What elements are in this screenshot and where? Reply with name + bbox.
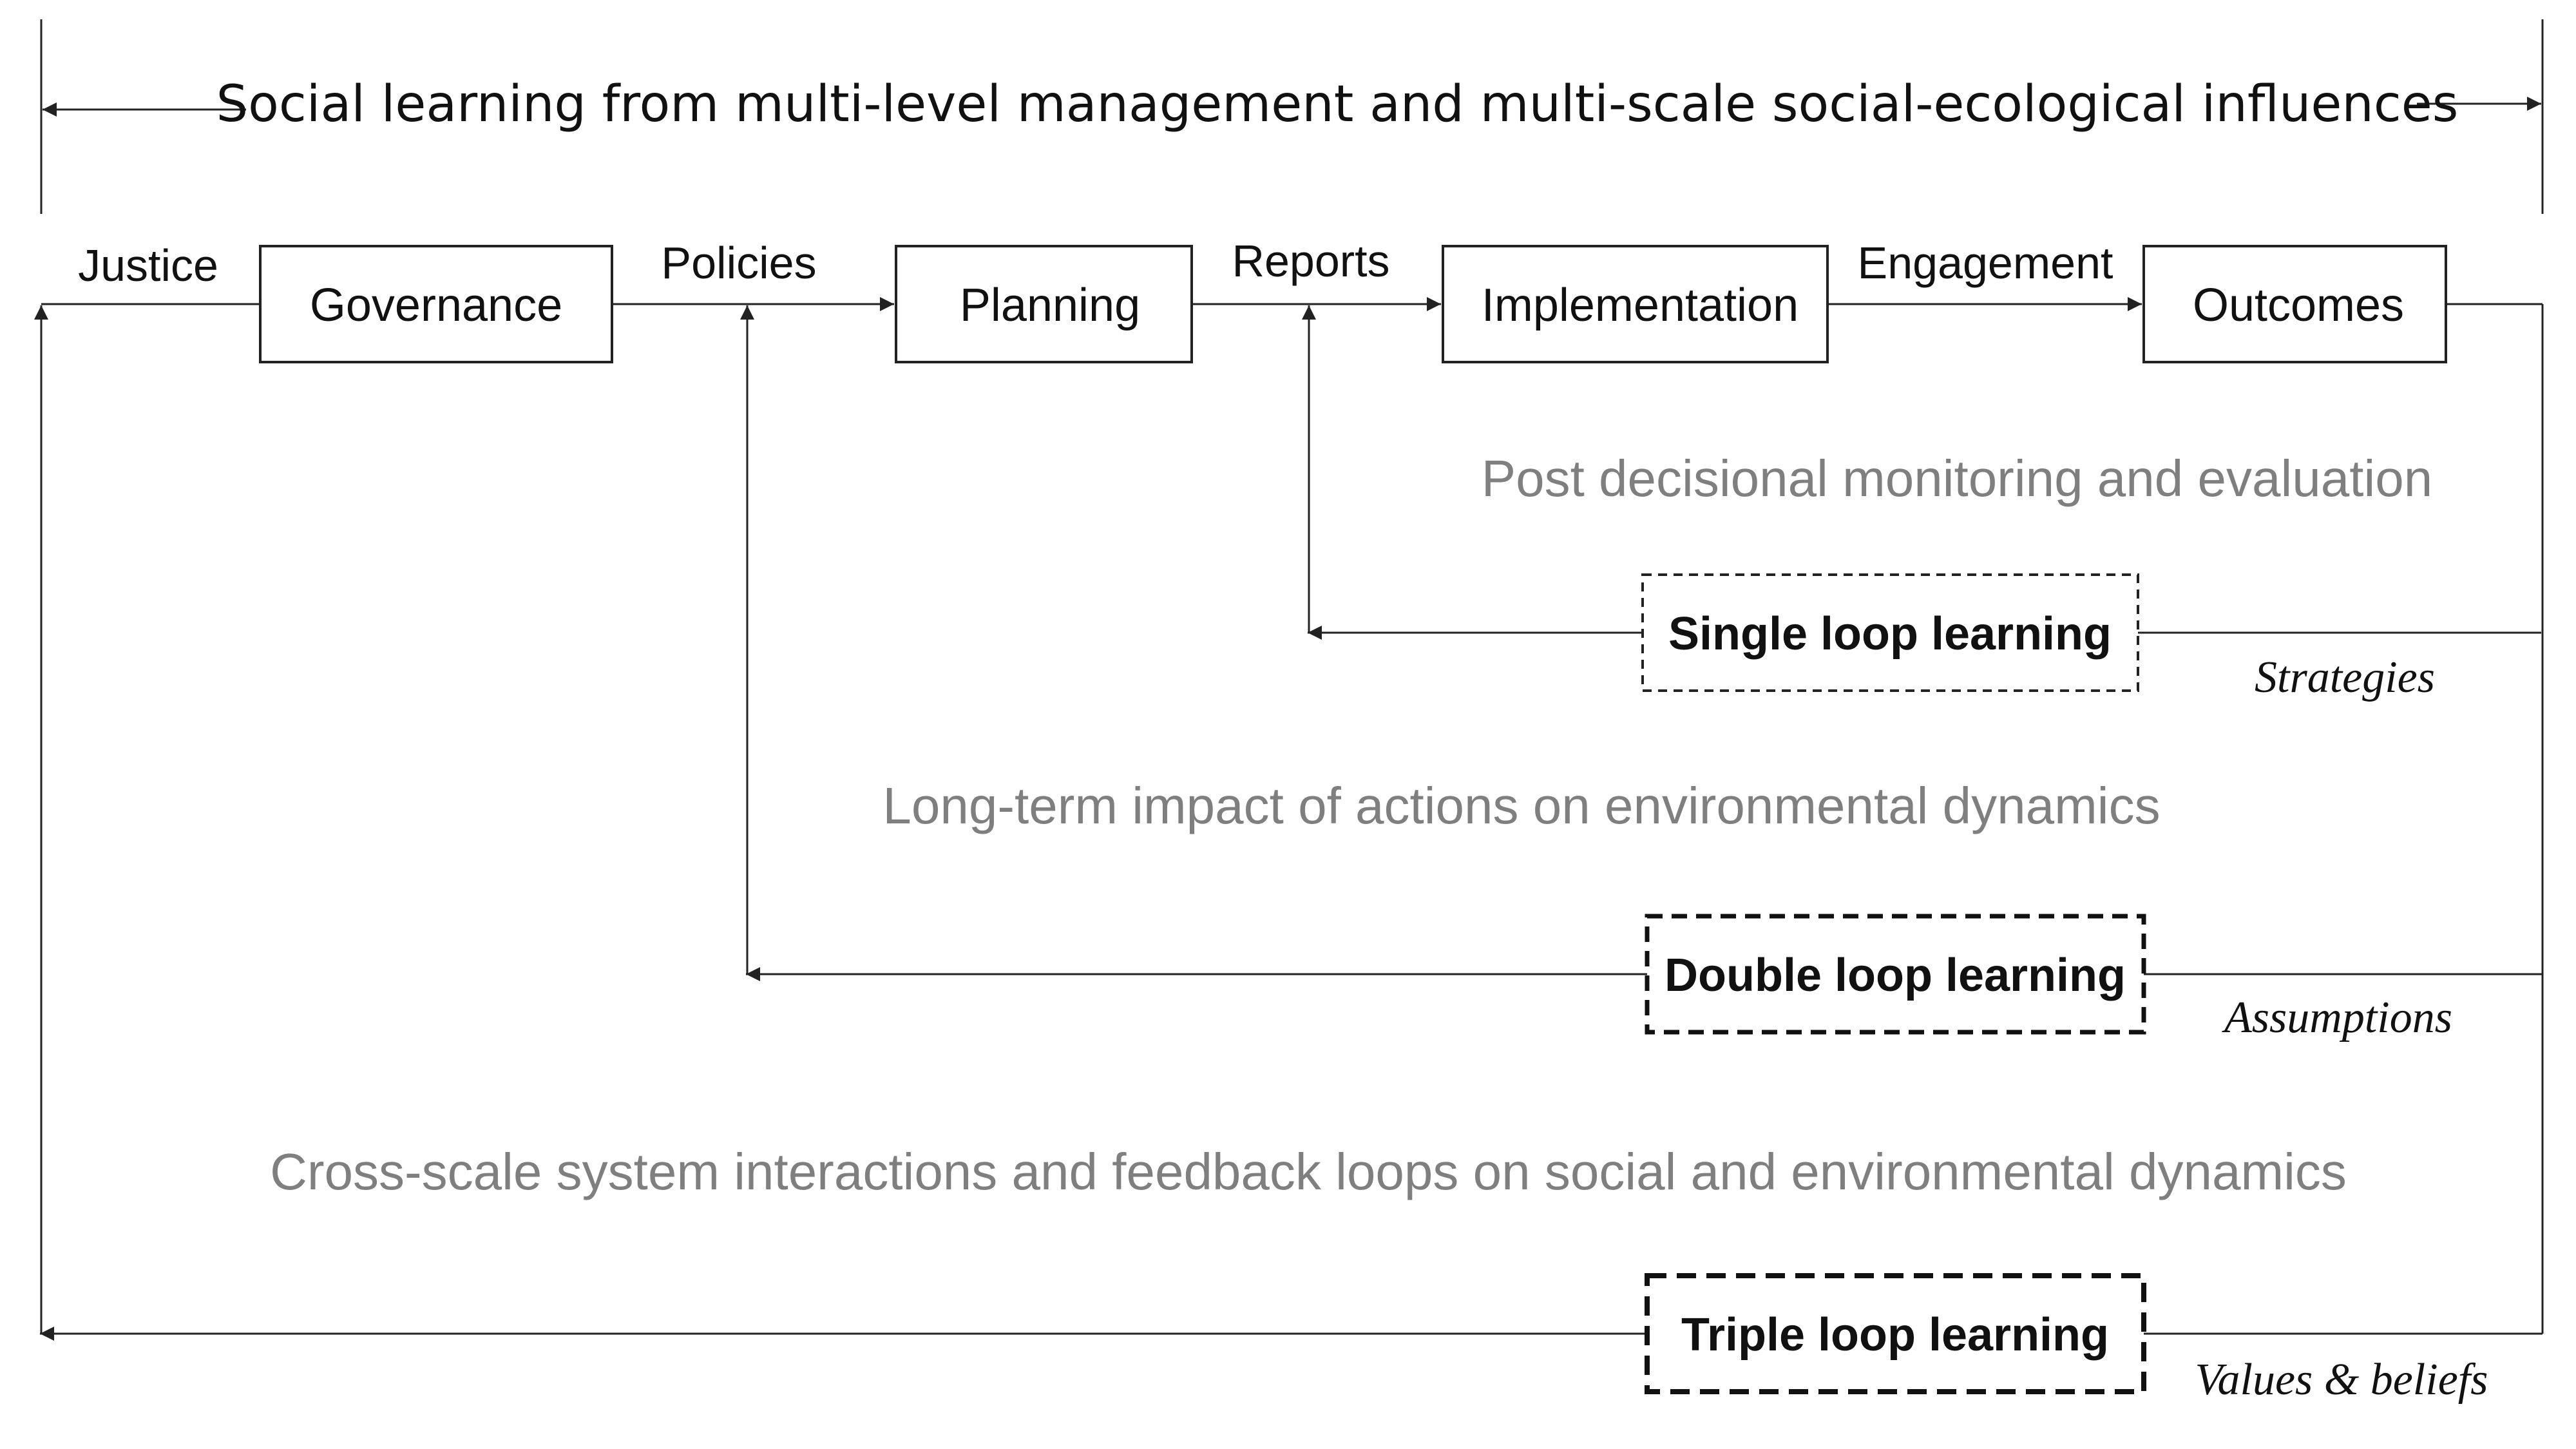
values-beliefs-label: Values & beliefs — [2195, 1355, 2488, 1405]
double-loop-box: Double loop learning — [1645, 914, 2146, 1035]
implementation-label: Implementation — [1482, 280, 1798, 331]
governance-label: Governance — [310, 280, 562, 331]
strategies-label: Strategies — [2255, 653, 2435, 702]
diagram-title: Social learning from multi-level managem… — [216, 75, 2459, 133]
implementation-box: Implementation — [1442, 245, 1829, 363]
outcomes-box: Outcomes — [2142, 245, 2447, 363]
policies-label: Policies — [661, 238, 816, 288]
long-term-label: Long-term impact of actions on environme… — [883, 777, 2160, 834]
single-loop-box: Single loop learning — [1641, 573, 2139, 692]
justice-label: Justice — [78, 240, 218, 291]
monitoring-label: Post decisional monitoring and evaluatio… — [1482, 450, 2432, 507]
engagement-label: Engagement — [1858, 238, 2113, 288]
triple-loop-box: Triple loop learning — [1645, 1273, 2146, 1394]
triple-loop-label: Triple loop learning — [1681, 1309, 2109, 1361]
single-loop-label: Single loop learning — [1668, 608, 2112, 660]
governance-box: Governance — [259, 245, 613, 363]
planning-box: Planning — [895, 245, 1193, 363]
planning-label: Planning — [960, 280, 1140, 331]
reports-label: Reports — [1232, 236, 1389, 286]
outcomes-label: Outcomes — [2193, 280, 2404, 331]
cross-scale-label: Cross-scale system interactions and feed… — [270, 1143, 2347, 1200]
assumptions-label: Assumptions — [2222, 993, 2452, 1042]
double-loop-label: Double loop learning — [1665, 950, 2126, 1001]
